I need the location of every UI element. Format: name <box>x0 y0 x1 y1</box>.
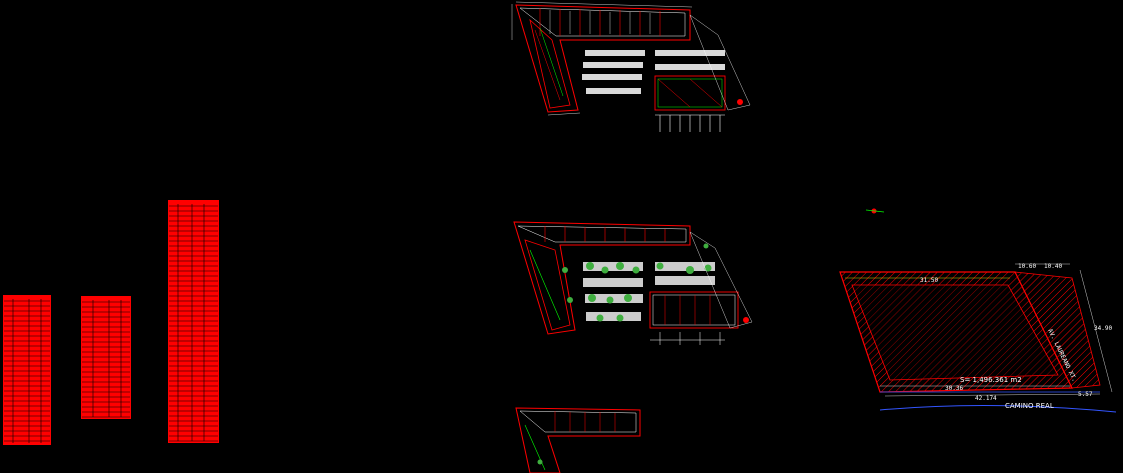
site-area-label: S= 1,496.361 m2 <box>960 376 1022 384</box>
dim-inner-top: 31.50 <box>920 277 938 284</box>
dim-bottom-right: 5.57 <box>1078 391 1093 398</box>
schedule-table-1 <box>3 295 51 445</box>
floor-plan-middle <box>513 221 753 345</box>
north-marker <box>865 208 885 214</box>
dim-top-left: 10.60 <box>1018 263 1036 270</box>
schedule-table-2 <box>81 296 131 419</box>
street-name-label: CAMINO REAL <box>1005 402 1054 410</box>
floor-plan-upper <box>511 1 751 132</box>
dim-right-side: 34.90 <box>1094 325 1112 332</box>
dim-bottom-left: 30.36 <box>945 385 963 392</box>
floor-plan-lower <box>515 407 641 473</box>
schedule-table-3 <box>168 200 219 443</box>
dim-bottom-mid: 42.174 <box>975 395 997 402</box>
dim-top-right: 10.40 <box>1044 263 1062 270</box>
site-plan: S= 1,496.361 m2 CAMINO REAL AV. LAUREANO… <box>839 263 1117 413</box>
